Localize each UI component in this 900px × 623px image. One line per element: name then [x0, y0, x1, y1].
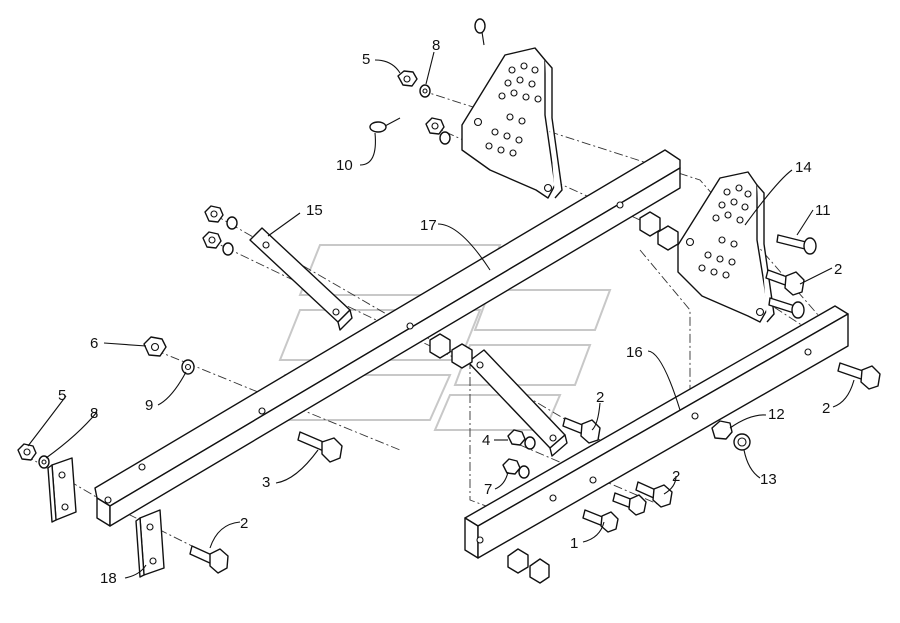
spacer-bush-b	[657, 225, 679, 251]
callout-5-bottom: 5	[58, 387, 66, 404]
nut-12	[711, 420, 733, 440]
callout-10: 10	[336, 157, 353, 174]
spacer-bush-c	[429, 333, 451, 359]
plate-hole-pattern	[685, 184, 765, 317]
callout-13: 13	[760, 471, 777, 488]
spacer-plate-left	[47, 457, 77, 523]
washer-8-bottom	[38, 455, 50, 469]
callout-18: 18	[100, 570, 117, 587]
nut-7	[502, 458, 521, 475]
callout-2-plate: 2	[834, 261, 842, 278]
washer-8-top	[419, 84, 431, 98]
nut-5-bottom	[17, 443, 37, 461]
bolt-3	[297, 431, 343, 463]
clamp-strip-middle	[467, 349, 568, 457]
nut-upper-plate	[425, 117, 445, 135]
leader-lines	[27, 51, 855, 579]
spacer-plate-18	[135, 509, 165, 578]
callout-12: 12	[768, 406, 785, 423]
pin-11	[776, 234, 817, 255]
callout-14: 14	[795, 159, 812, 176]
bolt-2-lower-b	[635, 481, 673, 508]
bolt-1	[582, 509, 619, 533]
callout-1: 1	[570, 535, 578, 552]
callout-2-left: 2	[240, 515, 248, 532]
callout-9: 9	[145, 397, 153, 414]
pin-lower-plate	[768, 297, 805, 319]
nut-4	[507, 429, 526, 446]
bolt-2-left	[189, 545, 229, 574]
callout-16: 16	[626, 344, 643, 361]
spacer-bottom-b	[529, 558, 550, 584]
spring-clip-top	[474, 18, 486, 46]
bolt-2-mid	[562, 417, 601, 444]
clamp-strip-15	[249, 227, 353, 331]
spring-clip-10	[369, 117, 401, 133]
callout-2-lower: 2	[672, 468, 680, 485]
bolt-2-plate	[765, 269, 805, 296]
mounting-plate-14	[677, 171, 775, 323]
nut-5-top	[397, 70, 418, 87]
plate-hole-pattern	[473, 62, 553, 193]
callout-2-right: 2	[822, 400, 830, 417]
fastener-nuts-washers	[17, 70, 751, 584]
callout-8-top: 8	[432, 37, 440, 54]
callout-7: 7	[484, 481, 492, 498]
callout-labels: 5 8 10 15 17 14 11 2 6 9 16 5 8 3 2 2 12…	[58, 37, 842, 587]
nut-15a	[204, 205, 224, 223]
callout-2-mid: 2	[596, 389, 604, 406]
callout-5-top: 5	[362, 51, 370, 68]
callout-15: 15	[306, 202, 323, 219]
callout-6: 6	[90, 335, 98, 352]
washer-9	[181, 359, 195, 375]
bolt-2-lower-a	[612, 492, 647, 516]
bush-13	[733, 433, 751, 451]
bolts	[189, 18, 881, 574]
callout-3: 3	[262, 474, 270, 491]
frame-bar-16	[464, 305, 849, 559]
nut-15b	[202, 231, 222, 249]
frame-bar-17	[94, 149, 681, 527]
callout-4: 4	[482, 432, 490, 449]
spacer-bush-d	[451, 343, 473, 369]
bolt-2-right	[837, 362, 881, 390]
nut-6	[143, 336, 167, 357]
callout-17: 17	[420, 217, 437, 234]
mounting-plate-upper	[461, 47, 563, 199]
callout-11: 11	[815, 202, 831, 219]
callout-8-bottom: 8	[90, 405, 98, 422]
spacer-bottom-a	[507, 548, 529, 574]
spacer-bush-a	[639, 211, 661, 237]
